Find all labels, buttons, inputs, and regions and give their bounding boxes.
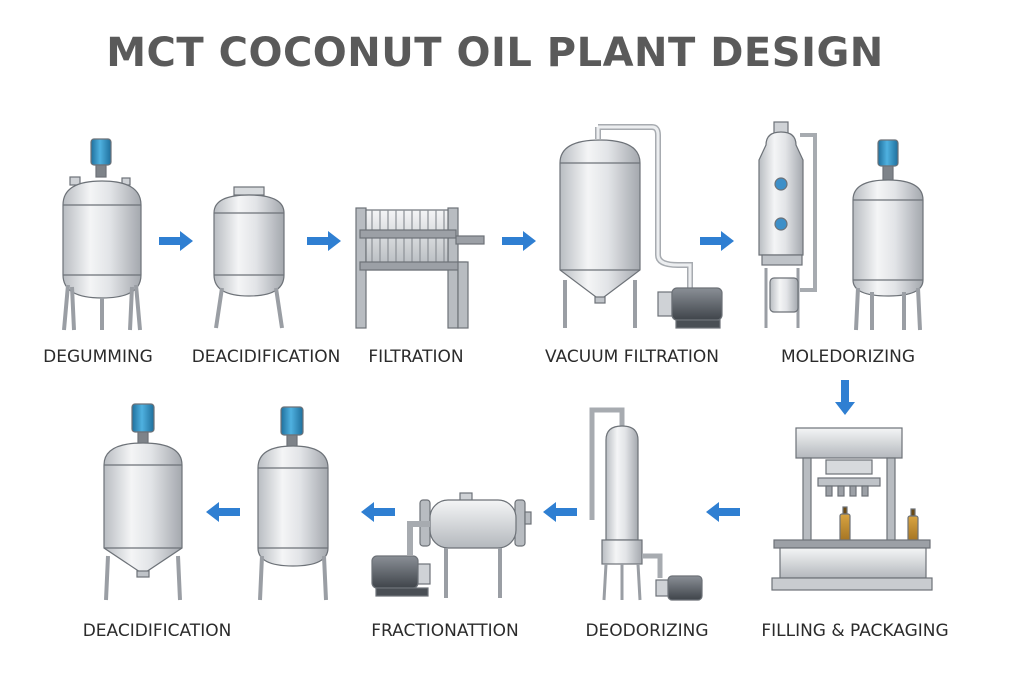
step-label-deodorizing: DEODORIZING (585, 621, 709, 641)
deodorizing-column (589, 407, 703, 601)
arrow-right-icon (159, 231, 193, 251)
mixing-tank (257, 406, 329, 601)
oil-bottle-icon (907, 508, 919, 547)
step-label-filling-packaging: FILLING & PACKAGING (761, 621, 949, 641)
arrow-left-icon (543, 502, 577, 522)
arrow-left-icon (361, 502, 395, 522)
vacuum-filtration-vessel (559, 124, 723, 329)
step-label-final-deacidification: DEACIDIFICATION (82, 621, 232, 641)
arrow-right-icon (307, 231, 341, 251)
filling-packaging-machine (771, 427, 933, 591)
arrow-right-icon (502, 231, 536, 251)
final-deacidification-tank (103, 403, 183, 601)
step-label-deacidification: DEACIDIFICATION (191, 347, 341, 367)
step-label-filtration: FILTRATION (368, 347, 464, 367)
oil-bottle-icon (839, 506, 851, 547)
step-label-degumming: DEGUMMING (43, 347, 153, 367)
flow-arrows-row2 (206, 502, 740, 522)
blending-tank (852, 139, 924, 331)
vacuum-pump (657, 287, 723, 329)
flow-arrows-row1 (159, 231, 855, 415)
diagram-title: MCT COCONUT OIL PLANT DESIGN (106, 30, 884, 76)
moledorizing-column (758, 121, 817, 328)
arrow-left-icon (206, 502, 240, 522)
deodorizing-pump (655, 575, 703, 601)
step-label-vacuum-filtration: VACUUM FILTRATION (545, 347, 719, 367)
filter-press (355, 207, 485, 329)
deacidification-tank (213, 186, 285, 329)
degumming-tank (62, 138, 142, 331)
arrow-down-icon (835, 380, 855, 415)
arrow-left-icon (706, 502, 740, 522)
step-label-moledorizing: MOLEDORIZING (780, 347, 916, 367)
step-label-fractionation: FRACTIONATTION (371, 621, 519, 641)
fractionation-vessel (371, 492, 532, 598)
arrow-right-icon (700, 231, 734, 251)
fractionation-pump (371, 555, 431, 597)
